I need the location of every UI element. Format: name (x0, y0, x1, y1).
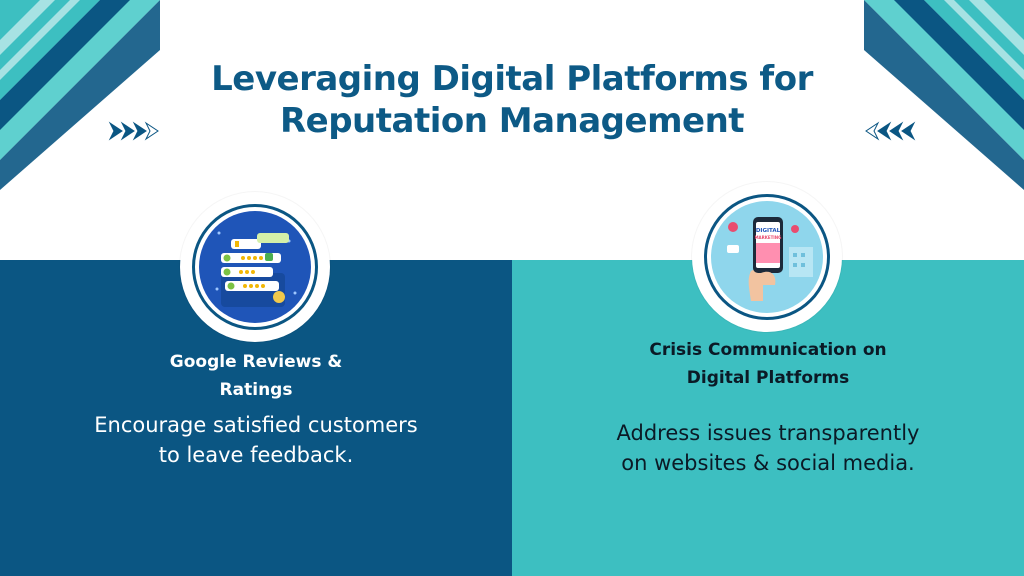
chevron-left-icon (865, 121, 916, 141)
right-heading-line-1: Crisis Communication on (649, 340, 887, 360)
right-heading-line-2: Digital Platforms (686, 368, 850, 388)
page-title: Leveraging Digital Platforms for Reputat… (150, 58, 874, 142)
image-caption-line-1: DIGITAL (756, 228, 781, 234)
left-card-heading: Google Reviews & Ratings (130, 348, 382, 404)
corner-decoration-left (0, 0, 160, 190)
chevron-right-icon (108, 121, 159, 141)
right-card-body: Address issues transparently on websites… (548, 418, 988, 478)
right-badge: DIGITAL MARKETING (692, 182, 842, 332)
left-card-body: Encourage satisfied customers to leave f… (36, 410, 476, 470)
right-card-heading: Crisis Communication on Digital Platform… (598, 336, 938, 392)
left-badge (180, 192, 330, 342)
left-body-line-1: Encourage satisfied customers (94, 413, 418, 437)
right-body-line-1: Address issues transparently (616, 421, 920, 445)
left-heading-line-2: Ratings (219, 380, 293, 400)
right-badge-ring: DIGITAL MARKETING (704, 194, 830, 320)
left-badge-ring (192, 204, 318, 330)
phone-digital-marketing-icon: DIGITAL MARKETING (711, 201, 823, 313)
title-line-1: Leveraging Digital Platforms for (211, 59, 813, 99)
title-line-2: Reputation Management (279, 101, 745, 141)
corner-decoration-right (864, 0, 1024, 190)
right-body-line-2: on websites & social media. (621, 451, 915, 475)
review-stars-illustration-icon (199, 211, 311, 323)
left-body-line-2: to leave feedback. (158, 443, 354, 467)
image-caption-line-2: MARKETING (755, 235, 782, 240)
left-heading-line-1: Google Reviews & (169, 352, 343, 372)
